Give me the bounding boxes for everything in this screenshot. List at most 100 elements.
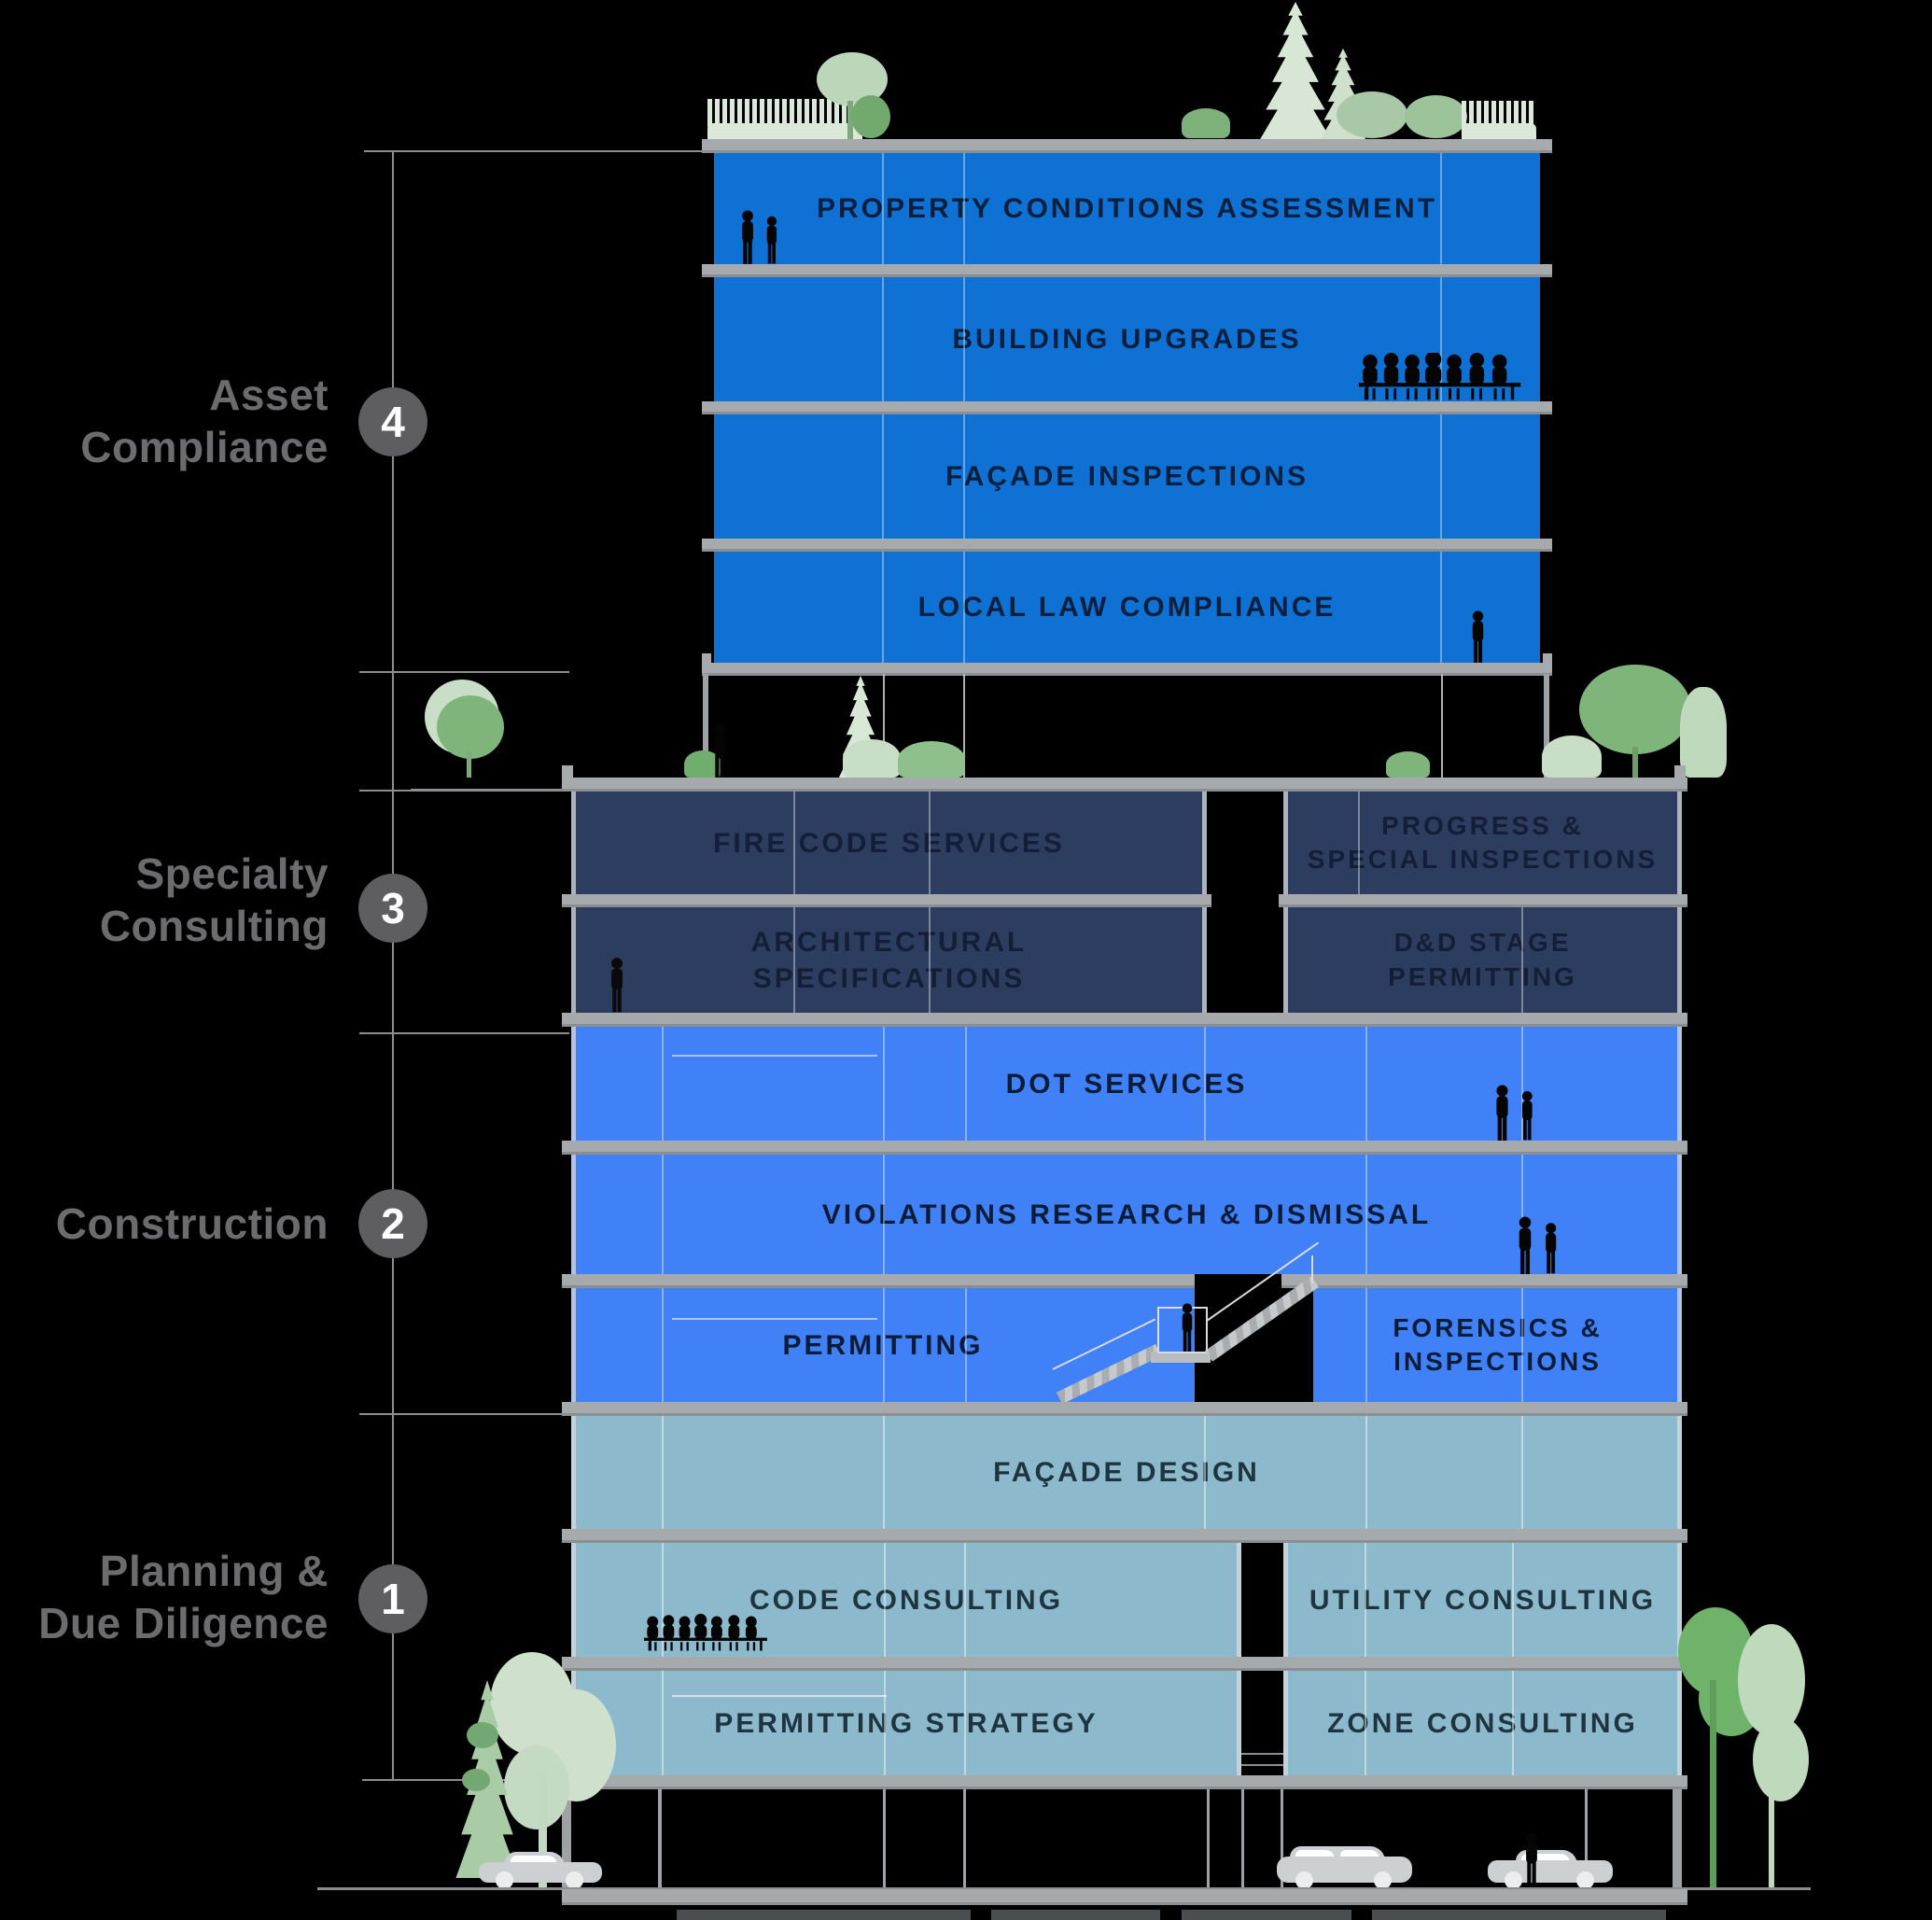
floor-label: FAÇADE DESIGN <box>993 1457 1260 1488</box>
floor-label: PROGRESS & SPECIAL INSPECTIONS <box>1307 810 1659 874</box>
car-wheel <box>1576 1871 1594 1889</box>
edge-column <box>1677 792 1682 894</box>
window-mullion <box>1521 1155 1523 1274</box>
window-mullion <box>883 1416 885 1529</box>
edge-column <box>571 1027 576 1141</box>
slab-cap <box>702 653 711 664</box>
edge-column <box>1677 1671 1682 1775</box>
people-pair-icon <box>1491 1085 1541 1141</box>
window-mullion <box>662 1155 664 1274</box>
roof-grass-icon <box>707 123 862 140</box>
slab-cap <box>1543 653 1552 664</box>
car-icon <box>479 1850 602 1889</box>
bush-icon <box>1182 108 1230 138</box>
window-mullion <box>662 1027 664 1141</box>
edge-column <box>1283 1671 1288 1775</box>
floor-violations-research-dismissal: VIOLATIONS RESEARCH & DISMISSAL <box>571 1155 1682 1274</box>
window-mullion <box>964 1671 966 1775</box>
terrace-column <box>963 674 965 778</box>
window-mullion <box>662 1288 664 1402</box>
window-mullion <box>1512 1671 1514 1775</box>
terrace-column <box>883 674 885 778</box>
midrise-roof-slab <box>562 778 1687 792</box>
window-mullion <box>793 792 795 894</box>
edge-column <box>571 792 576 894</box>
window-mullion <box>883 1288 885 1402</box>
edge-column <box>571 1155 576 1274</box>
minivan-icon <box>1277 1839 1412 1889</box>
car-wheel <box>1295 1871 1313 1889</box>
window-mullion <box>883 1155 885 1274</box>
floor-slab <box>1281 1274 1687 1288</box>
window-mullion <box>882 277 884 401</box>
floor-slab <box>562 1274 1195 1288</box>
window-mullion <box>965 1027 967 1141</box>
tree-trunk <box>1710 1680 1716 1887</box>
floor-slab <box>702 539 1552 552</box>
window-transom <box>672 1055 877 1057</box>
bush-icon <box>851 95 890 138</box>
window-mullion <box>882 414 884 539</box>
tree-trunk <box>847 101 853 140</box>
tree-trunk <box>467 751 471 778</box>
floor-label: FAÇADE INSPECTIONS <box>945 461 1309 492</box>
edge-column <box>571 1416 576 1529</box>
edge-column <box>1677 1416 1682 1529</box>
tick-tower-top <box>364 150 705 152</box>
stair-landing <box>1151 1352 1211 1363</box>
people-pair-icon <box>1514 1216 1565 1274</box>
floor-label: PERMITTING STRATEGY <box>714 1707 1099 1739</box>
floor-label: CODE CONSULTING <box>749 1584 1064 1616</box>
section-label-planning-due-diligence: Planning & Due Diligence <box>38 1547 329 1648</box>
reference-line-vertical <box>392 151 394 1781</box>
window-mullion <box>1521 1027 1523 1141</box>
window-mullion <box>882 153 884 264</box>
floor-slab <box>562 1141 1687 1155</box>
floor-label: VIOLATIONS RESEARCH & DISMISSAL <box>821 1198 1432 1230</box>
window-mullion <box>1365 1155 1367 1274</box>
window-mullion <box>1521 907 1523 1013</box>
window-mullion <box>964 1543 966 1657</box>
people-pair-icon <box>737 210 785 264</box>
floor-label: PROPERTY CONDITIONS ASSESSMENT <box>816 193 1438 224</box>
basement-wall <box>1182 1910 1351 1920</box>
edge-column <box>1283 1543 1288 1657</box>
meeting-group-icon <box>644 1613 767 1651</box>
ground-floor-slab <box>562 1775 1687 1789</box>
car-wheel <box>1505 1871 1522 1889</box>
window-mullion <box>963 414 965 539</box>
window-mullion <box>1204 1416 1206 1529</box>
car-wheel <box>1374 1871 1392 1889</box>
edge-column <box>1237 1543 1241 1657</box>
floor-dot-services: DOT SERVICES <box>571 1027 1682 1141</box>
ground-column <box>1585 1789 1588 1889</box>
floor-label: PERMITTING <box>782 1329 984 1361</box>
section-label-asset-compliance: Asset Compliance <box>80 371 329 472</box>
floor-fire-code-services: FIRE CODE SERVICES <box>571 792 1207 894</box>
window-mullion <box>1521 1288 1523 1402</box>
section-label-specialty-consulting: Specialty Consulting <box>99 849 329 951</box>
edge-column <box>1677 907 1682 1013</box>
edge-column <box>1677 1027 1682 1141</box>
floor-slab <box>1279 894 1687 907</box>
ground-column <box>883 1789 886 1889</box>
tree-trunk <box>1769 1773 1774 1887</box>
floor-label: FORENSICS & INSPECTIONS <box>1393 1312 1603 1376</box>
floor-zone-consulting: ZONE CONSULTING <box>1283 1671 1682 1775</box>
window-mullion <box>1365 1543 1366 1657</box>
floor-slab <box>562 894 1211 907</box>
staircase-icon <box>1204 1276 1319 1362</box>
floor-architectural-specifications: ARCHITECTURAL SPECIFICATIONS <box>571 907 1207 1013</box>
tree-icon <box>504 1745 569 1829</box>
floor-property-conditions-assessment: PROPERTY CONDITIONS ASSESSMENT <box>714 153 1540 264</box>
floor-slab <box>562 1529 1687 1543</box>
floor-label: DOT SERVICES <box>1005 1068 1248 1100</box>
window-mullion <box>1512 1543 1514 1657</box>
ground-line <box>317 1887 1811 1890</box>
roof-slab <box>702 139 1552 153</box>
floor-slab <box>562 1402 1687 1416</box>
tree-icon <box>1337 91 1407 138</box>
floor-facade-design: FAÇADE DESIGN <box>571 1416 1682 1529</box>
window-mullion <box>1358 792 1360 894</box>
roof-grass-icon <box>1462 101 1536 127</box>
